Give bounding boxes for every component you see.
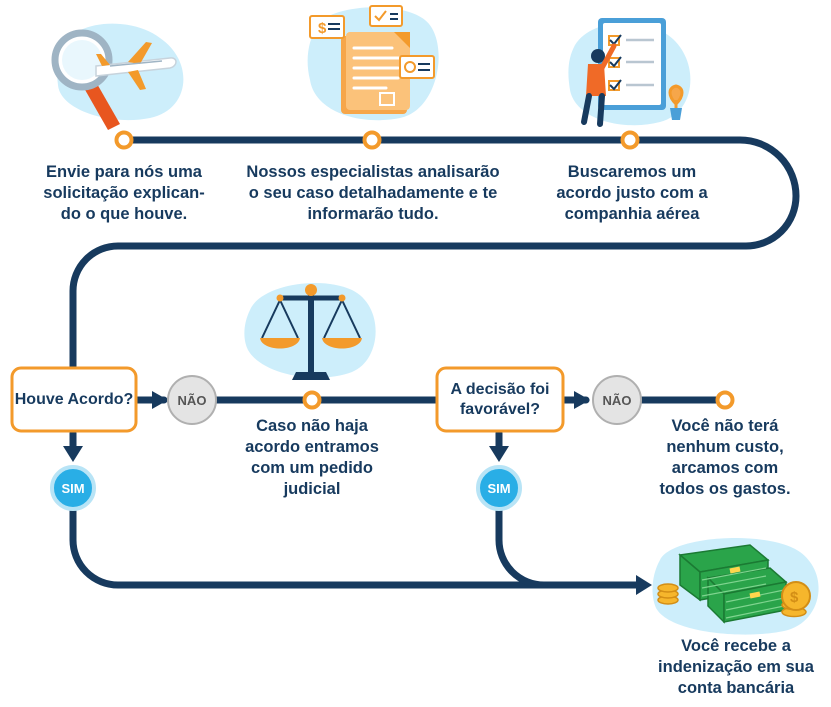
decision1-yes-label: SIM (61, 480, 85, 496)
top-route-line (69, 136, 800, 374)
nao2-circle (592, 375, 642, 425)
arrow-to-nao1 (152, 391, 168, 409)
step3-node (620, 130, 640, 150)
step1-text: Envie para nós uma solicitação explican-… (43, 163, 205, 223)
documents-icon: $ (307, 5, 439, 121)
decision2-box (435, 366, 565, 433)
step1-node (114, 130, 134, 150)
magnifier-airplane-icon (51, 23, 184, 130)
nao1-circle (167, 375, 217, 425)
money-stacks-icon: $ (652, 538, 819, 635)
arrow-to-outcome (636, 575, 652, 595)
arrow-to-sim2 (489, 446, 509, 462)
step-nodes (114, 130, 735, 410)
no-circles (167, 375, 642, 425)
judicial-text: Caso não haja acordo entramos com um ped… (245, 417, 379, 498)
svg-text:$: $ (790, 589, 799, 606)
step2-node (362, 130, 382, 150)
svg-text:$: $ (318, 20, 327, 37)
no-cost-node (715, 390, 735, 410)
scales-of-justice-icon (244, 282, 376, 380)
sim2-to-outcome-line (495, 504, 548, 589)
sim1-circle (50, 465, 96, 511)
step3-text: Buscaremos um acordo justo com a companh… (556, 163, 708, 223)
decision1-question: Houve Acordo? (14, 390, 134, 408)
sim1-to-outcome-line (69, 504, 644, 589)
arrow-to-sim1 (63, 446, 83, 462)
decision-boxes (10, 366, 565, 433)
connector-lines (69, 136, 800, 589)
sim2-circle (476, 465, 522, 511)
decision2-no-label: NÃO (602, 392, 632, 408)
arrow-to-nao2 (574, 391, 590, 409)
step2-text: Nossos especialistas analisarão o seu ca… (246, 163, 500, 223)
decision1-no-label: NÃO (177, 392, 207, 408)
no-cost-text: Você não terá nenhum custo, arcamos com … (659, 417, 791, 498)
outcome-text: Você recebe a indenização em sua conta b… (658, 637, 814, 697)
decision1-box (10, 366, 138, 433)
decision2-yes-label: SIM (487, 480, 511, 496)
decision2-question: A decisão foi favorável? (450, 380, 550, 418)
yes-circles (50, 465, 522, 511)
checklist-person-icon (568, 18, 691, 127)
arrowheads (63, 391, 652, 595)
judicial-node (302, 390, 322, 410)
